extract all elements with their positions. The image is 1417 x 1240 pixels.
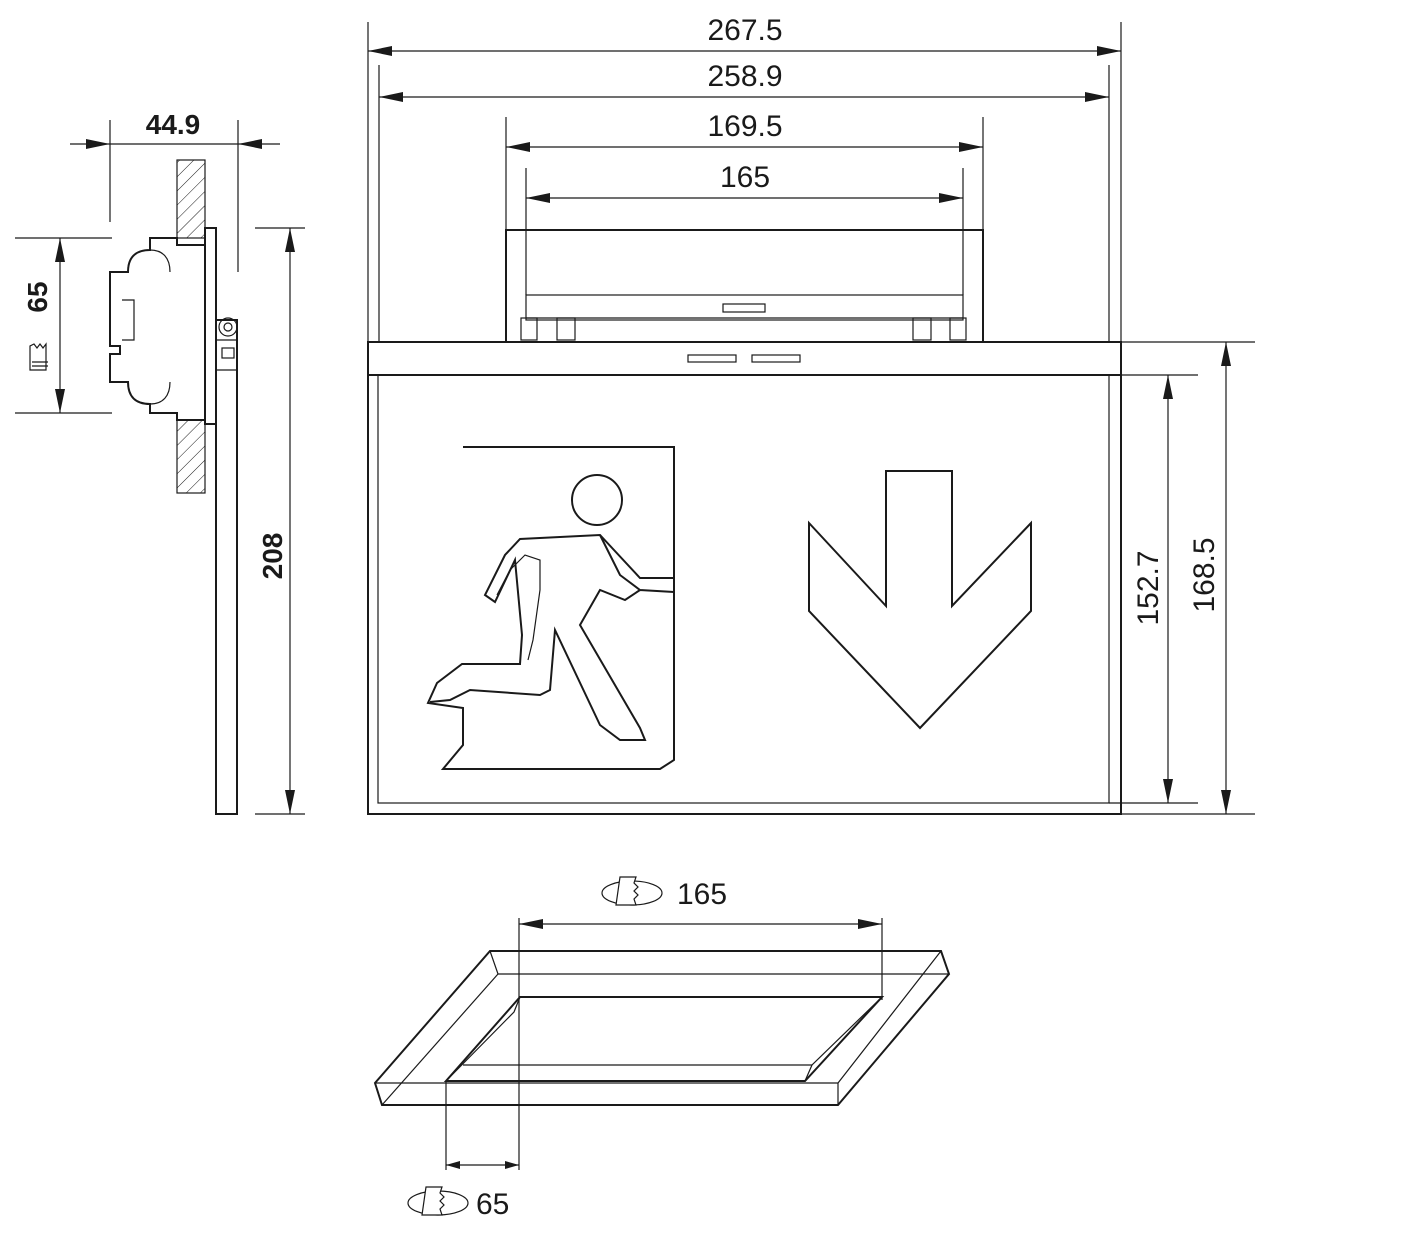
side-dimensions: 44.9 65 208 — [15, 109, 305, 815]
dim-side-depth: 44.9 — [146, 109, 201, 140]
dim-side-cutout: 65 — [22, 281, 53, 312]
dim-side-height: 208 — [257, 533, 288, 580]
down-arrow-icon — [808, 470, 1032, 730]
ceiling-section-top — [176, 159, 206, 239]
panel-lid — [367, 341, 1122, 376]
cutout-view — [373, 950, 951, 1106]
hole-saw-icon — [29, 342, 48, 371]
dim-cutout-width: 65 — [476, 1188, 509, 1221]
sign-panel — [367, 341, 1122, 815]
dim-top-box-outer: 169.5 — [707, 110, 782, 143]
ceiling-section-bottom — [176, 412, 206, 494]
front-view — [367, 229, 1122, 815]
front-dimensions: 267.5 258.9 169.5 165 152.7 168.5 — [367, 14, 1255, 815]
top-housing-slot — [525, 294, 964, 321]
dim-panel-inner-height: 152.7 — [1132, 550, 1165, 625]
side-view — [109, 159, 238, 815]
dim-panel-outer-height: 168.5 — [1188, 537, 1221, 612]
dim-top-box-inner: 165 — [720, 161, 770, 194]
dim-cutout-length: 165 — [677, 878, 727, 911]
sign-panel-inner — [377, 374, 1110, 804]
top-housing — [505, 229, 984, 343]
running-man-icon — [426, 446, 675, 770]
top-housing-latch — [722, 303, 766, 313]
cutout-dimensions: 165 65 — [407, 876, 883, 1221]
dim-inner-width: 258.9 — [707, 60, 782, 93]
hole-saw-icon — [601, 876, 663, 906]
hole-saw-icon — [407, 1186, 469, 1216]
dim-overall-width: 267.5 — [707, 14, 782, 47]
